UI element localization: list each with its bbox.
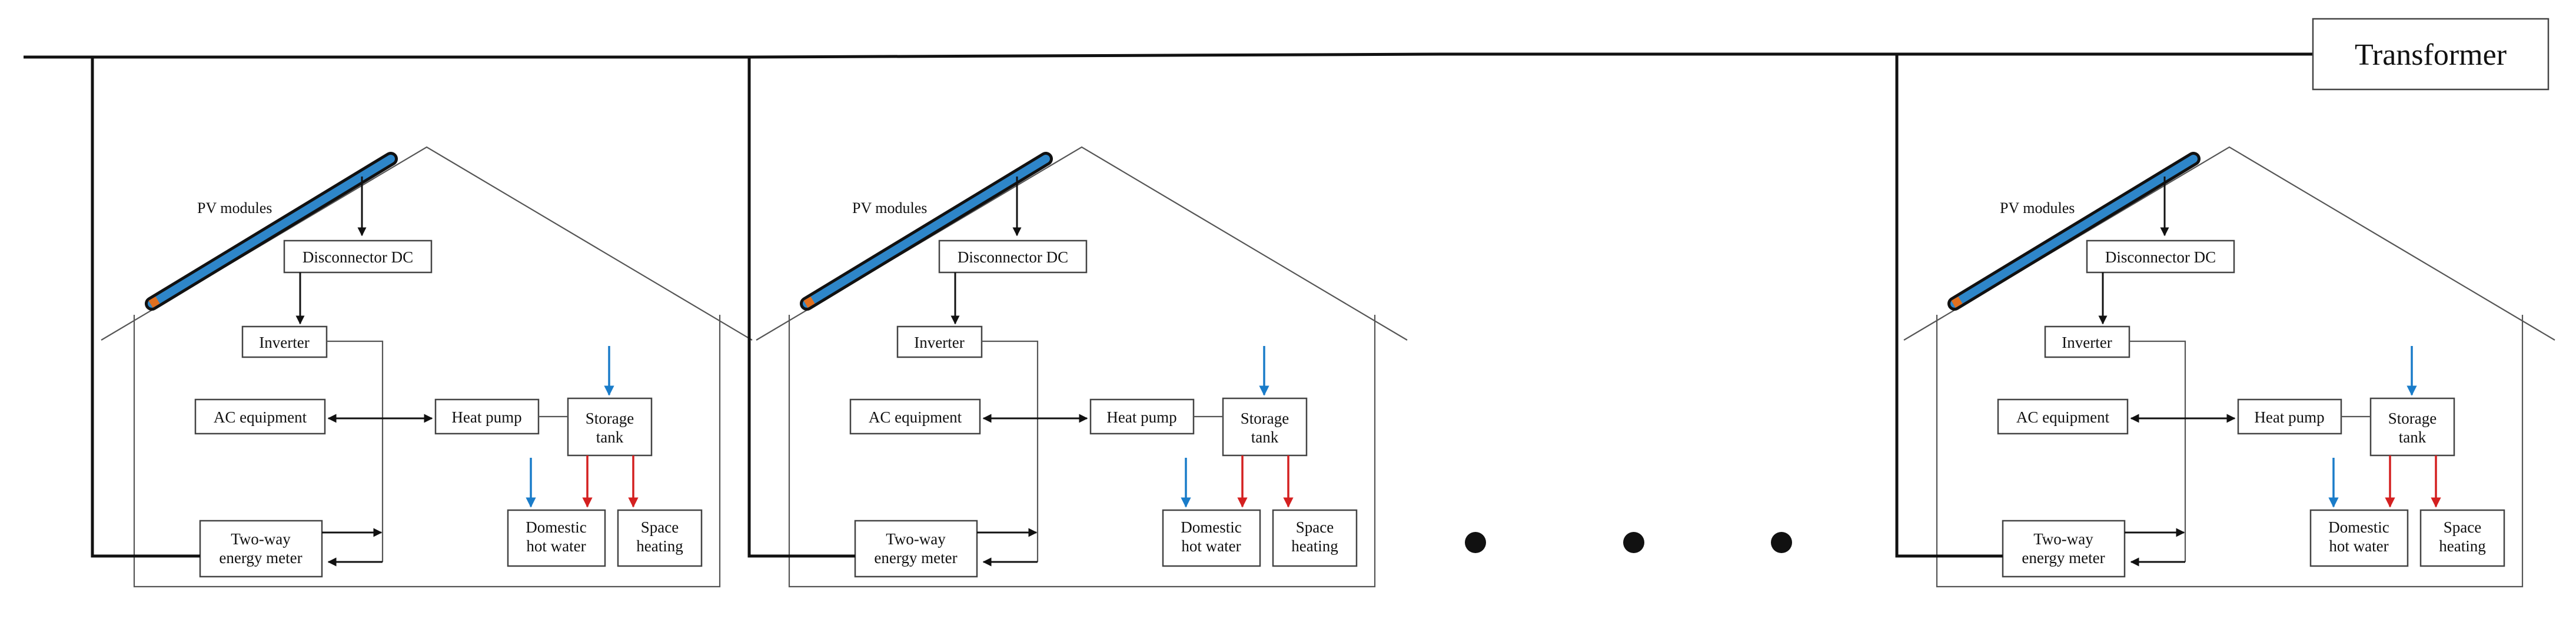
inverter-label: Inverter <box>259 334 309 351</box>
energy-meter-label-2: energy meter <box>219 549 302 567</box>
disconnector-dc-label: Disconnector DC <box>2105 248 2216 266</box>
energy-meter-label-2: energy meter <box>874 549 957 567</box>
domestic-hot-water-label-1: Domestic <box>1181 518 1241 536</box>
house-1 <box>91 57 752 587</box>
heat-pump-label: Heat pump <box>1106 408 1176 426</box>
domestic-hot-water-label-2: hot water <box>526 537 586 555</box>
space-heating-label-1: Space <box>1296 518 1334 536</box>
grid-main-line <box>24 52 2313 59</box>
storage-tank-label-2: tank <box>2399 428 2427 446</box>
pv-modules-label: PV modules <box>197 199 272 217</box>
heat-pump-label: Heat pump <box>2254 408 2324 426</box>
storage-tank-label-1: Storage <box>586 410 634 427</box>
energy-meter-label-2: energy meter <box>2022 549 2105 567</box>
space-heating-label-2: heating <box>2439 537 2485 555</box>
transformer-label: Transformer <box>2355 38 2507 72</box>
domestic-hot-water-label-2: hot water <box>2329 537 2388 555</box>
ac-equipment-label: AC equipment <box>869 408 962 426</box>
pv-modules-label: PV modules <box>852 199 927 217</box>
inverter-label: Inverter <box>2062 334 2112 351</box>
domestic-hot-water-label-1: Domestic <box>526 518 586 536</box>
storage-tank-label-1: Storage <box>1241 410 1289 427</box>
space-heating-label-1: Space <box>641 518 679 536</box>
disconnector-dc-label: Disconnector DC <box>958 248 1068 266</box>
storage-tank-label-2: tank <box>596 428 624 446</box>
storage-tank-label-1: Storage <box>2388 410 2437 427</box>
ellipsis-dots <box>1465 532 1792 553</box>
space-heating-label-1: Space <box>2444 518 2481 536</box>
domestic-hot-water-label-2: hot water <box>1181 537 1241 555</box>
energy-meter-label-1: Two-way <box>231 530 291 548</box>
energy-meter-label-1: Two-way <box>886 530 946 548</box>
pv-modules-label: PV modules <box>2000 199 2075 217</box>
heat-pump-label: Heat pump <box>451 408 521 426</box>
inverter-label: Inverter <box>914 334 964 351</box>
ac-equipment-label: AC equipment <box>2016 408 2110 426</box>
house-n <box>1895 55 2555 587</box>
domestic-hot-water-label-1: Domestic <box>2328 518 2389 536</box>
storage-tank-label-2: tank <box>1251 428 1279 446</box>
transformer-box <box>2312 18 2550 91</box>
space-heating-label-2: heating <box>636 537 683 555</box>
house-2 <box>747 57 1407 587</box>
energy-meter-label-1: Two-way <box>2033 530 2093 548</box>
space-heating-label-2: heating <box>1291 537 1338 555</box>
ac-equipment-label: AC equipment <box>214 408 307 426</box>
disconnector-dc-label: Disconnector DC <box>303 248 413 266</box>
